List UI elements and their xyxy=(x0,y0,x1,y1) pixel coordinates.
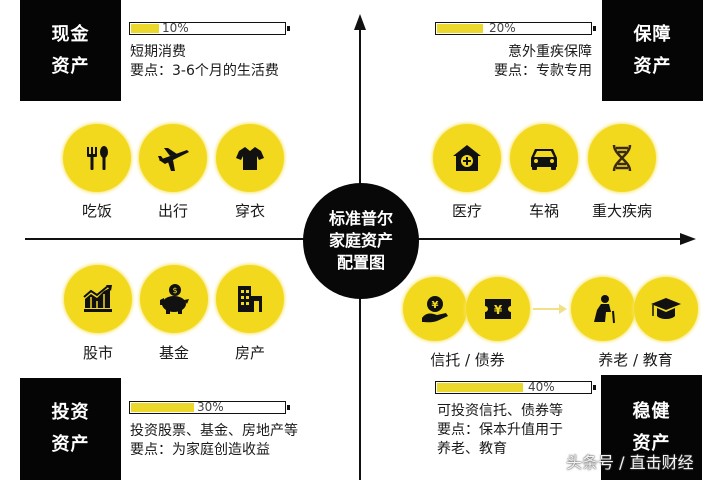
bar-fill xyxy=(437,24,483,33)
protection-description: 意外重疾保障 要点：专款专用 xyxy=(494,43,592,81)
bar-fill xyxy=(131,24,159,33)
title-line: 保障 xyxy=(633,23,672,45)
car-accident-circle xyxy=(510,124,578,192)
title-line: 稳健 xyxy=(632,400,671,422)
desc-line: 养老、教育 xyxy=(437,441,507,457)
title-line: 现金 xyxy=(51,23,90,45)
medical-label: 医疗 xyxy=(451,202,482,220)
desc-line: 投资股票、基金、房地产等 xyxy=(130,423,298,439)
desc-line: 要点：保本升值用于 xyxy=(437,422,563,438)
desc-line: 要点：专款专用 xyxy=(494,63,592,79)
desc-line: 可投资信托、债券等 xyxy=(437,403,563,419)
clothing-label: 穿衣 xyxy=(234,202,265,220)
bar-fill xyxy=(131,403,194,412)
real-estate-circle xyxy=(216,265,284,333)
clothing-circle xyxy=(216,124,284,192)
svg-text:¥: ¥ xyxy=(432,300,439,311)
title-line: 投资 xyxy=(51,402,90,423)
desc-line: 要点：为家庭创造收益 xyxy=(130,442,270,458)
title-line: 资产 xyxy=(51,55,90,77)
battery-nub xyxy=(287,26,290,31)
battery-nub xyxy=(593,385,596,390)
title-line: 资产 xyxy=(51,434,90,455)
fund-label: 基金 xyxy=(158,344,189,362)
fund-circle: $ xyxy=(140,265,208,333)
shirt-icon xyxy=(235,144,265,172)
watermark: 头条号 / 直击财经 xyxy=(566,453,694,472)
travel-circle xyxy=(139,124,207,192)
eating-circle xyxy=(63,124,131,192)
center-line: 标准普尔 xyxy=(328,209,393,228)
cash-assets-title: 现金 资产 xyxy=(20,0,121,101)
fork-spoon-icon xyxy=(82,143,112,173)
bond-circle: ¥ xyxy=(466,277,530,341)
vertical-axis-arrow-icon xyxy=(354,14,366,30)
car-accident-label: 车祸 xyxy=(528,202,559,220)
desc-line: 意外重疾保障 xyxy=(508,44,592,60)
battery-nub xyxy=(287,405,290,410)
horizontal-axis-arrow-icon xyxy=(680,233,696,245)
bar-fill xyxy=(437,383,523,392)
cash-percent-bar: 10% xyxy=(129,21,290,35)
stable-assets-title: 稳健 资产 xyxy=(601,375,702,480)
percent-label: 10% xyxy=(162,21,189,35)
title-line: 资产 xyxy=(632,432,671,454)
desc-line: 短期消费 xyxy=(130,44,186,60)
trust-bond-label: 信托 / 债券 xyxy=(430,351,505,369)
investment-percent-bar: 30% xyxy=(129,400,290,414)
battery-nub xyxy=(593,26,596,31)
critical-illness-circle xyxy=(588,124,656,192)
protection-assets-title: 保障 资产 xyxy=(602,0,703,101)
piggy-bank-icon: $ xyxy=(157,283,191,315)
critical-illness-label: 重大疾病 xyxy=(591,202,652,220)
airplane-icon xyxy=(156,143,190,173)
percent-label: 30% xyxy=(197,400,224,414)
investment-assets-title: 投资 资产 xyxy=(20,378,121,480)
investment-description: 投资股票、基金、房地产等 要点：为家庭创造收益 xyxy=(130,422,298,460)
building-icon xyxy=(235,284,265,314)
ticket-yuan-icon: ¥ xyxy=(484,298,512,320)
education-circle xyxy=(634,277,698,341)
flow-arrow-icon xyxy=(533,304,567,314)
percent-label: 40% xyxy=(528,380,555,394)
desc-line: 要点：3-6个月的生活费 xyxy=(130,63,279,79)
hand-coin-yuan-icon: ¥ xyxy=(420,294,450,324)
stock-chart-icon xyxy=(82,285,114,313)
real-estate-label: 房产 xyxy=(234,344,265,362)
trust-circle: ¥ xyxy=(403,277,467,341)
center-line: 配置图 xyxy=(336,253,385,272)
center-title-circle: 标准普尔 家庭资产 配置图 xyxy=(303,183,419,299)
svg-text:¥: ¥ xyxy=(494,303,503,317)
protection-percent-bar: 20% xyxy=(435,21,596,35)
stock-market-label: 股市 xyxy=(82,344,113,362)
hospital-icon xyxy=(452,144,482,172)
stable-percent-bar: 40% xyxy=(435,380,596,394)
center-line: 家庭资产 xyxy=(328,231,393,250)
svg-text:$: $ xyxy=(172,286,177,295)
stock-market-circle xyxy=(64,265,132,333)
retirement-circle xyxy=(571,277,635,341)
retirement-education-label: 养老 / 教育 xyxy=(598,351,673,369)
medical-circle xyxy=(433,124,501,192)
percent-label: 20% xyxy=(489,21,516,35)
dna-icon xyxy=(610,143,634,173)
title-line: 资产 xyxy=(633,55,672,77)
cash-description: 短期消费 要点：3-6个月的生活费 xyxy=(130,43,279,81)
eating-label: 吃饭 xyxy=(81,202,112,220)
stable-description: 可投资信托、债券等 要点：保本升值用于 养老、教育 xyxy=(437,402,563,459)
elderly-person-icon xyxy=(589,294,617,324)
graduation-cap-icon xyxy=(649,296,683,322)
travel-label: 出行 xyxy=(157,202,188,220)
car-icon xyxy=(528,145,560,171)
